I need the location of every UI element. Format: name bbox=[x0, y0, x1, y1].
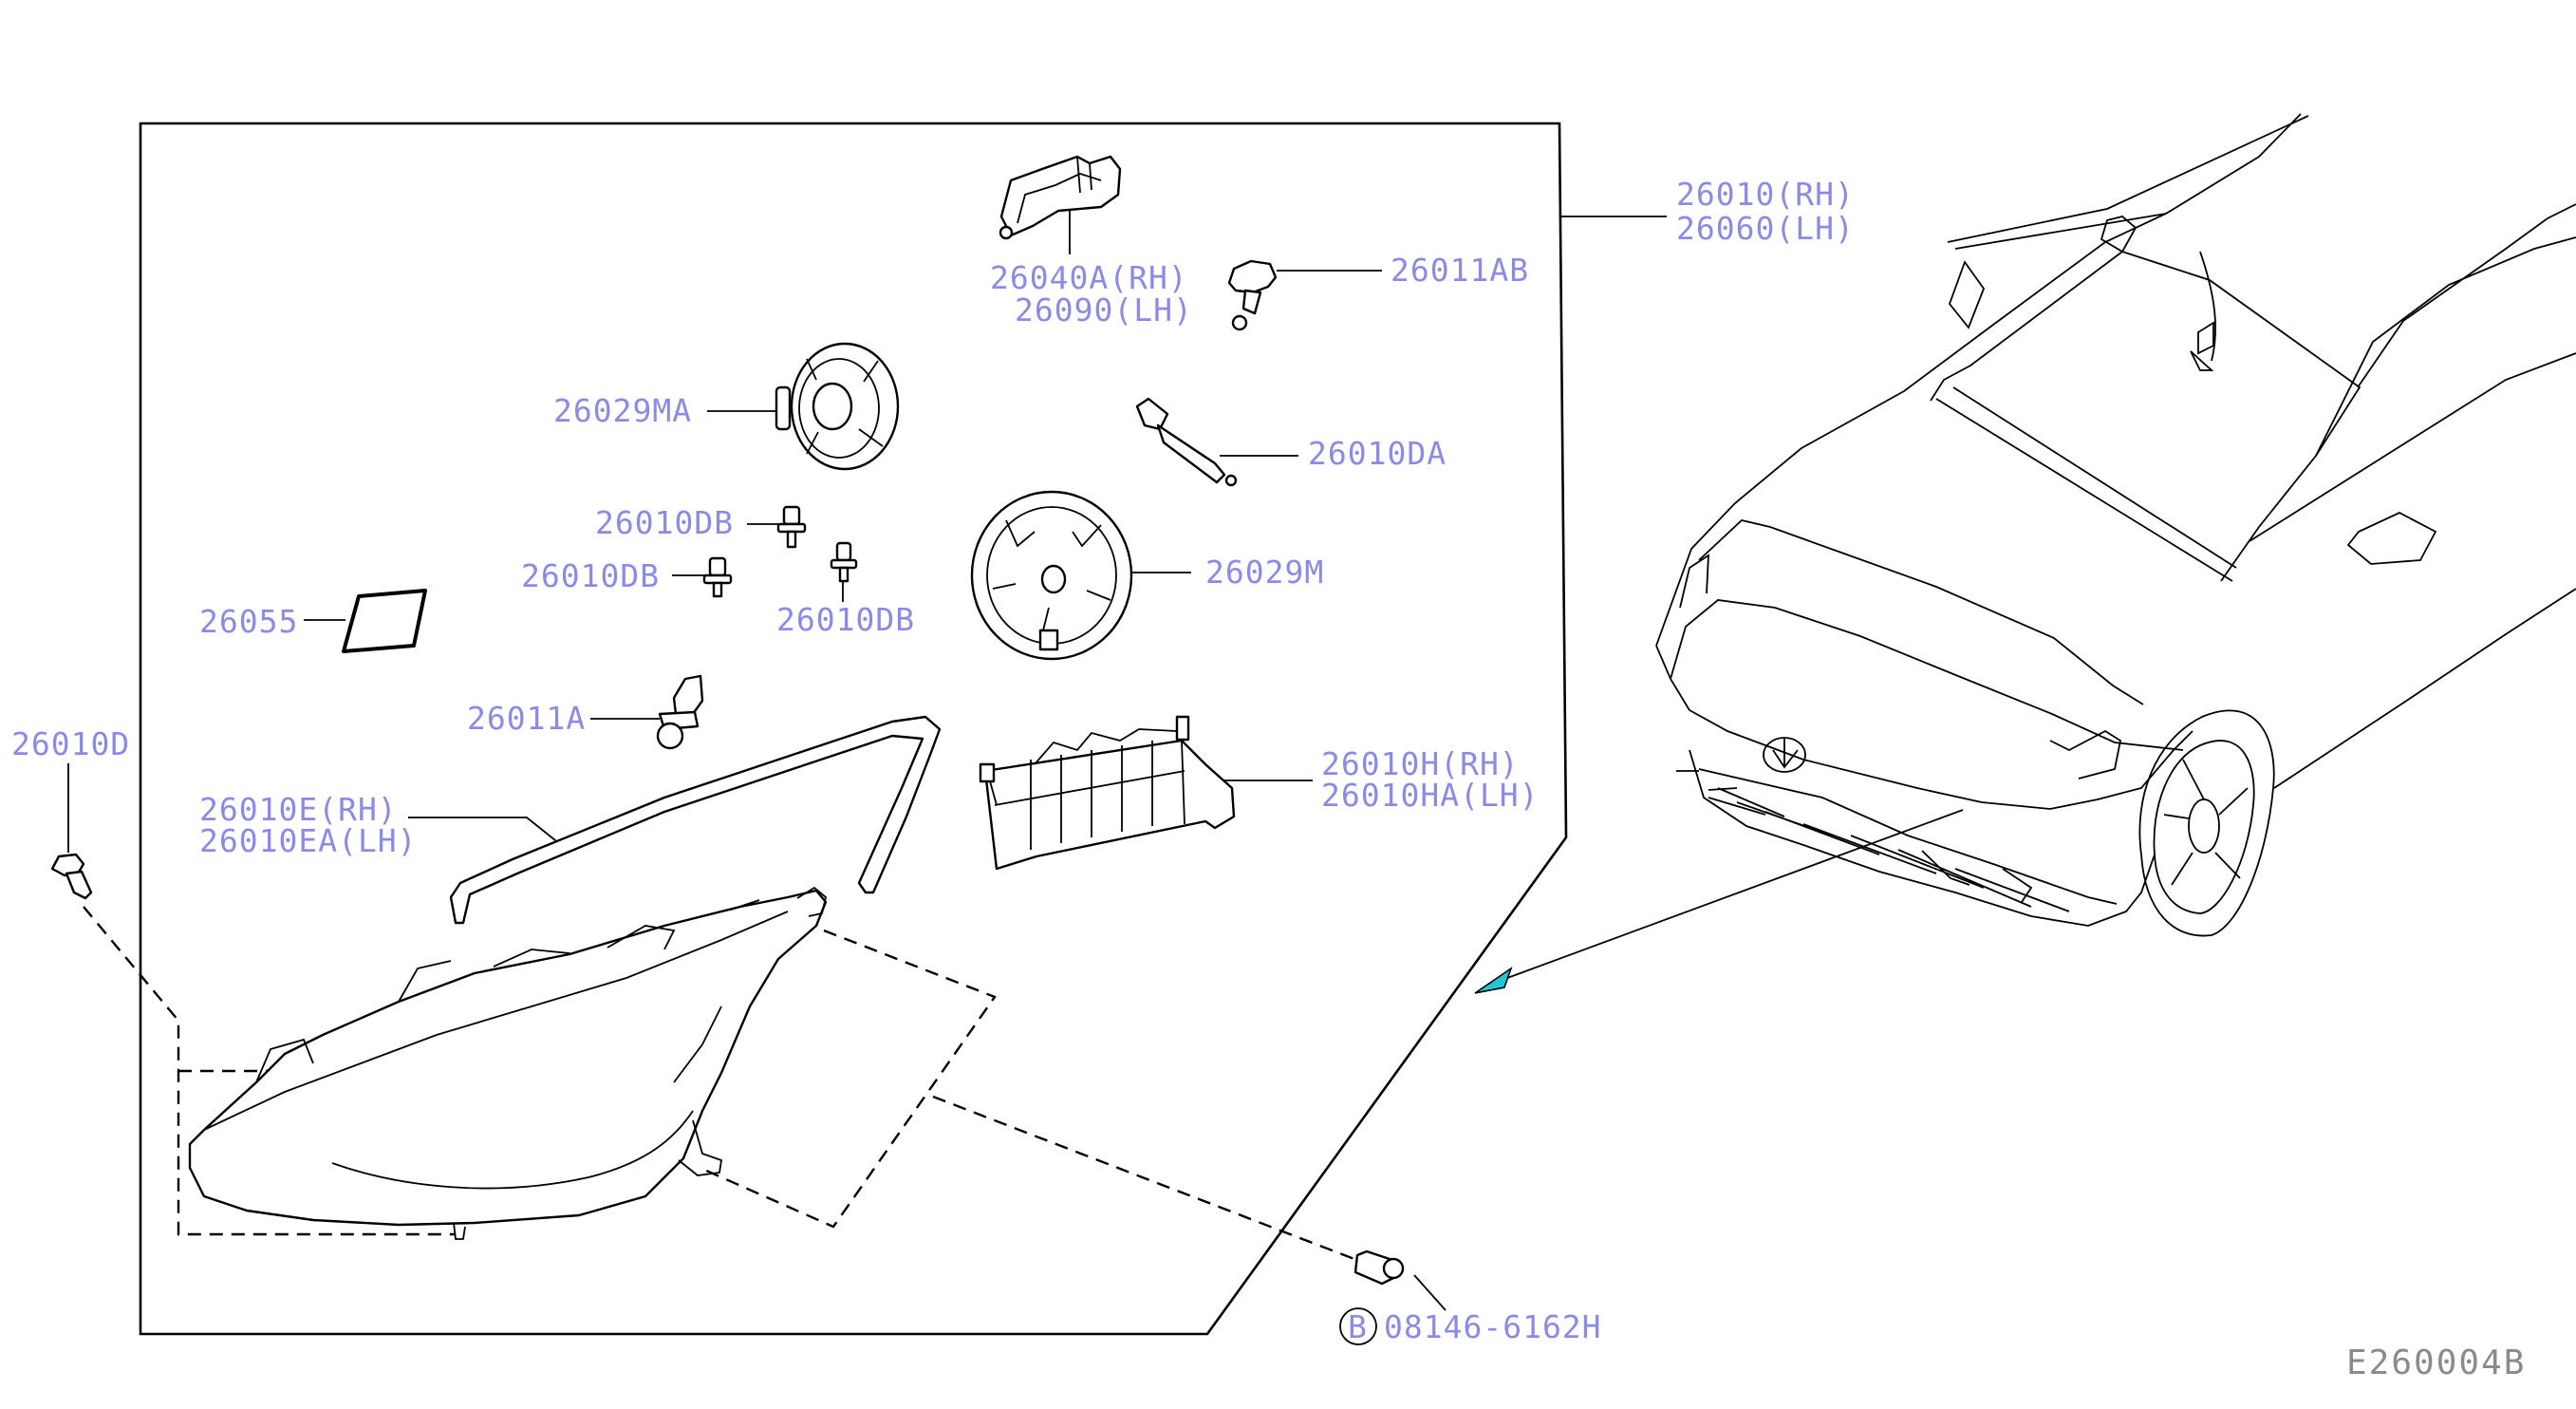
headlamp-bracket bbox=[999, 155, 1122, 240]
socket-cap-26029m bbox=[970, 490, 1133, 661]
callout-26010h-rh: 26010H(RH) bbox=[1321, 745, 1520, 782]
bolt-08146-6162h bbox=[1353, 1249, 1405, 1286]
headlamp-seal-26010e bbox=[449, 715, 942, 925]
screw-26010db-b bbox=[702, 556, 733, 598]
callout-26010ea-lh: 26010EA(LH) bbox=[199, 822, 418, 859]
caution-label-26055 bbox=[342, 589, 427, 653]
callout-26060-lh: 26060(LH) bbox=[1676, 210, 1855, 247]
figure-code: E260004B bbox=[2346, 1343, 2526, 1382]
bulb-26011a bbox=[656, 674, 704, 750]
callout-26011ab: 26011AB bbox=[1391, 252, 1529, 289]
socket-cap-26029ma bbox=[775, 342, 900, 471]
callout-26010db-c: 26010DB bbox=[776, 601, 915, 638]
location-arrow bbox=[1474, 809, 1964, 994]
callout-26011a: 26011A bbox=[467, 700, 586, 737]
screw-26010db-a bbox=[776, 505, 807, 549]
arrow-head bbox=[1474, 966, 1513, 994]
callout-26040a-rh: 26040A(RH) bbox=[990, 259, 1188, 296]
callout-26010d: 26010D bbox=[11, 725, 130, 762]
callout-26090-lh: 26090(LH) bbox=[1015, 291, 1193, 329]
callout-26010e-rh: 26010E(RH) bbox=[199, 791, 398, 828]
screw-26010db-c bbox=[830, 541, 858, 583]
clip-26010d bbox=[50, 853, 93, 900]
callout-26055: 26055 bbox=[199, 603, 298, 640]
headlamp-assembly bbox=[188, 886, 828, 1240]
bolt-b-letter: B bbox=[1348, 1308, 1368, 1345]
callout-26010-rh: 26010(RH) bbox=[1676, 176, 1855, 213]
callout-26029ma: 26029MA bbox=[553, 392, 692, 429]
callout-26029m: 26029M bbox=[1205, 554, 1324, 591]
callout-26010da: 26010DA bbox=[1308, 435, 1447, 472]
callout-26010db-a: 26010DB bbox=[595, 504, 734, 541]
callout-26010db-b: 26010DB bbox=[521, 557, 660, 594]
callout-26010ha-lh: 26010HA(LH) bbox=[1321, 777, 1540, 814]
headlamp-module-26010h bbox=[979, 715, 1236, 871]
vehicle-illustration bbox=[1655, 113, 2576, 937]
parts-frame bbox=[139, 122, 1568, 1336]
callout-08146-6162h: 08146-6162H bbox=[1384, 1308, 1602, 1345]
headlamp-bulb-26011ab bbox=[1227, 259, 1278, 331]
bolt-b-circle bbox=[1339, 1307, 1377, 1345]
bulb-socket-26010da bbox=[1135, 397, 1238, 487]
